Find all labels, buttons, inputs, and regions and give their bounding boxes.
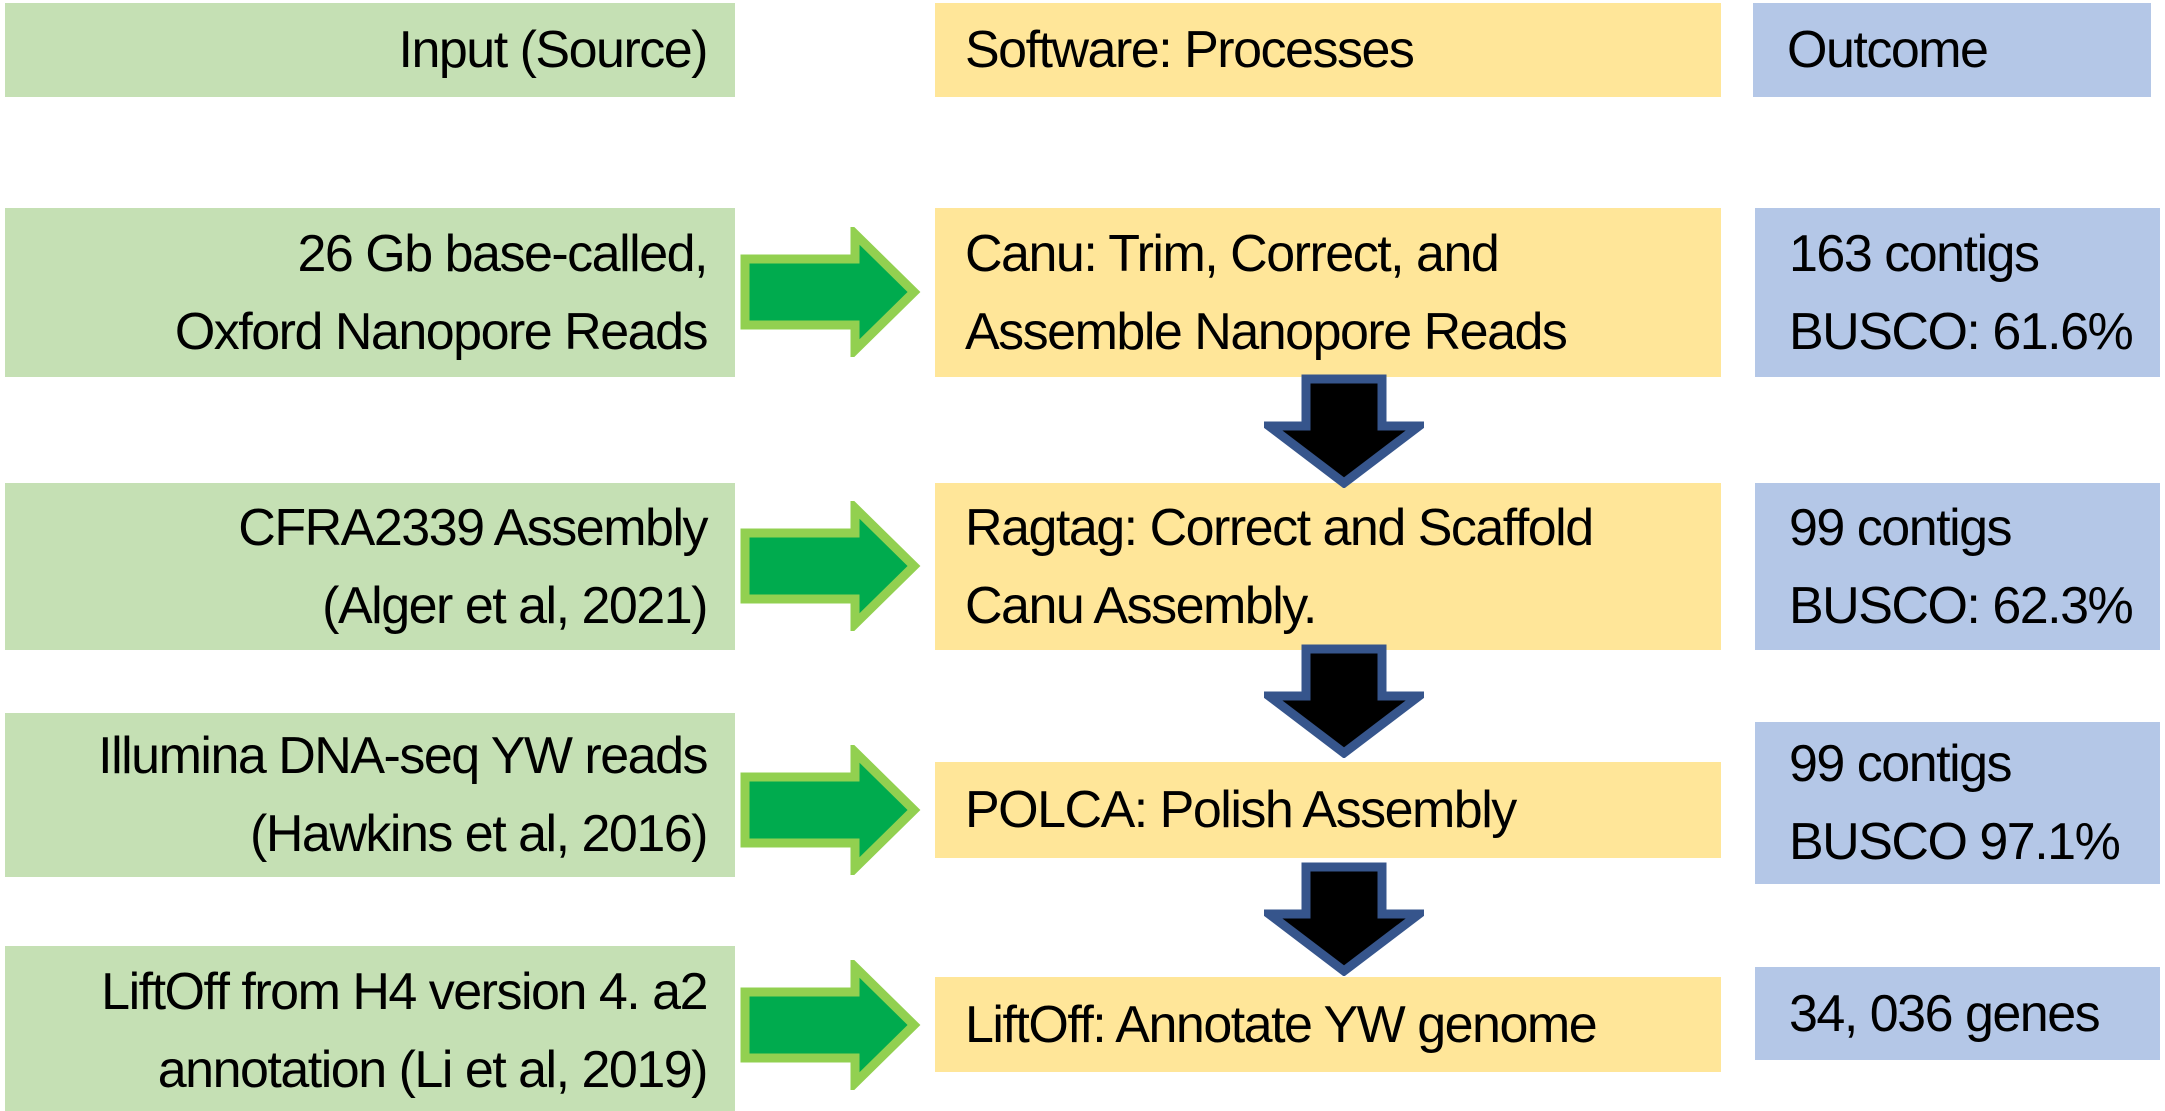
input-box-nanopore-reads: 26 Gb base-called, Oxford Nanopore Reads (5, 208, 735, 377)
input-header-label: Input (Source) (398, 21, 709, 79)
right-arrow-icon (740, 227, 921, 357)
text-line: (Alger et al, 2021) (322, 576, 708, 635)
input-box-illumina-reads: Illumina DNA-seq YW reads (Hawkins et al… (5, 713, 735, 877)
right-arrow-icon (740, 745, 921, 875)
software-box-ragtag: Ragtag: Correct and Scaffold Canu Assemb… (935, 483, 1721, 650)
input-box-liftoff-annotation: LiftOff from H4 version 4. a2 annotation… (5, 946, 735, 1111)
software-header-label: Software: Processes (965, 21, 1415, 79)
down-arrow-icon (1264, 374, 1424, 488)
outcome-box-polca: 99 contigs BUSCO 97.1% (1755, 722, 2160, 884)
outcome-header-box: Outcome (1753, 3, 2151, 97)
text-line: BUSCO 97.1% (1789, 813, 2121, 871)
text-line: Canu: Trim, Correct, and (965, 224, 1500, 283)
software-box-polca: POLCA: Polish Assembly (935, 762, 1721, 858)
down-arrow-icon (1264, 862, 1424, 976)
text-line: CFRA2339 Assembly (238, 498, 708, 557)
down-arrow-icon (1264, 644, 1424, 758)
right-arrow-icon (740, 501, 921, 631)
text-line: Canu Assembly. (965, 576, 1317, 635)
outcome-box-ragtag: 99 contigs BUSCO: 62.3% (1755, 483, 2160, 650)
text-line: Assemble Nanopore Reads (965, 302, 1568, 361)
text-line: POLCA: Polish Assembly (965, 781, 1517, 839)
input-header-box: Input (Source) (5, 3, 735, 97)
outcome-header-label: Outcome (1787, 21, 1989, 79)
text-line: 99 contigs (1789, 735, 2013, 793)
text-line: LiftOff: Annotate YW genome (965, 995, 1598, 1054)
text-line: 163 contigs (1789, 224, 2040, 283)
outcome-box-genes: 34, 036 genes (1755, 967, 2160, 1060)
software-box-canu: Canu: Trim, Correct, and Assemble Nanopo… (935, 208, 1721, 377)
right-arrow-icon (740, 960, 921, 1090)
software-box-liftoff: LiftOff: Annotate YW genome (935, 977, 1721, 1072)
text-line: annotation (Li et al, 2019) (157, 1041, 709, 1099)
text-line: 26 Gb base-called, (297, 224, 709, 283)
text-line: Ragtag: Correct and Scaffold (965, 498, 1594, 557)
text-line: (Hawkins et al, 2016) (250, 805, 708, 863)
text-line: 99 contigs (1789, 498, 2013, 557)
outcome-box-canu: 163 contigs BUSCO: 61.6% (1755, 208, 2160, 377)
text-line: BUSCO: 62.3% (1789, 576, 2134, 635)
text-line: Illumina DNA-seq YW reads (98, 727, 708, 785)
text-line: LiftOff from H4 version 4. a2 (101, 963, 708, 1021)
text-line: 34, 036 genes (1789, 984, 2101, 1043)
text-line: Oxford Nanopore Reads (174, 302, 709, 361)
text-line: BUSCO: 61.6% (1789, 302, 2134, 361)
input-box-cfra2339-assembly: CFRA2339 Assembly (Alger et al, 2021) (5, 483, 735, 650)
software-header-box: Software: Processes (935, 3, 1721, 97)
